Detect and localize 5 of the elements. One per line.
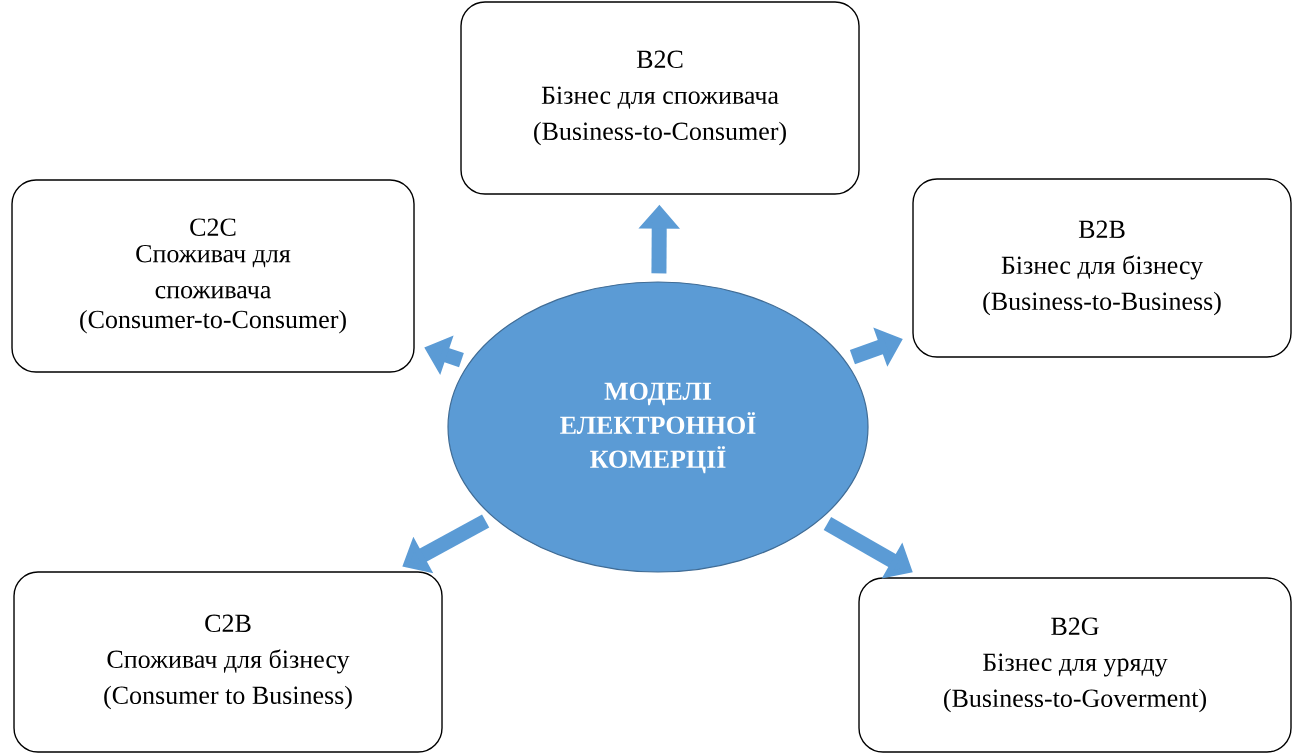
rounded-box: B2B Бізнес для бізнесу (Business-to-Business) <box>912 178 1292 358</box>
rounded-box: B2C Бізнес для споживача (Business-to-Consumer) <box>460 1 860 195</box>
rounded-box: C2B Споживач для бізнесу (Consumer to Business) <box>13 571 443 753</box>
rounded-box: C2C Споживач для споживача (Consumer-to-Consumer) <box>11 179 415 373</box>
rounded-box: B2G Бізнес для уряду (Business-to-Goverment) <box>858 577 1292 753</box>
